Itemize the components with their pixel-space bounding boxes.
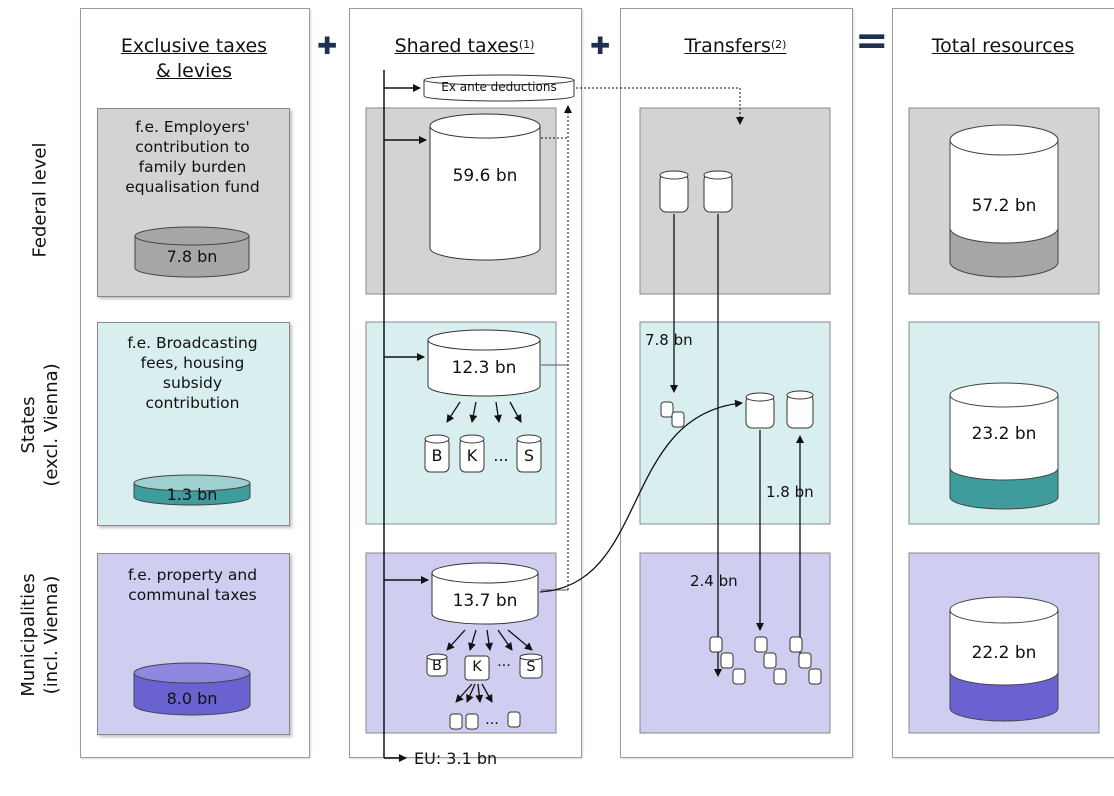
municipal-letter-k: K	[472, 659, 482, 675]
header-total: Total resources	[892, 34, 1114, 59]
municipal-cylinder-b	[426, 653, 448, 677]
state-letter-k: K	[466, 446, 478, 465]
exclusive-municipalities-value: 8.0 bn	[166, 689, 218, 708]
municipal-cylinder-k	[464, 655, 490, 681]
municipal-sub-cylinders	[449, 711, 521, 730]
municipal-dots: ...	[497, 654, 511, 670]
header-transfers: Transfers(2)	[620, 34, 851, 59]
header-exclusive-line1: Exclusive taxes	[120, 35, 268, 57]
exclusive-municipalities-cylinder	[133, 662, 251, 716]
transfer-federal-cylinder-2	[703, 170, 733, 213]
exclusive-federal-desc-4: equalisation fund	[125, 178, 260, 196]
state-cylinder-k	[459, 434, 485, 473]
plus-operator-1: ✚	[317, 32, 338, 60]
exclusive-states-desc-2: fees, housing	[140, 354, 245, 372]
exclusive-federal-desc: f.e. Employers' contribution to family b…	[100, 117, 285, 197]
total-federal-cylinder	[949, 124, 1059, 278]
ex-ante-label: Ex ante deductions	[441, 80, 557, 94]
municipal-sub-arrows	[455, 683, 493, 703]
header-shared-label: Shared taxes	[394, 35, 519, 57]
total-federal-value: 57.2 bn	[971, 196, 1037, 216]
header-transfers-footnote: (2)	[770, 38, 787, 51]
municipal-cylinder-s	[519, 653, 543, 679]
exclusive-federal-desc-3: family burden	[138, 158, 247, 176]
municipal-letter-b: B	[432, 658, 442, 674]
state-cylinder-b	[424, 434, 450, 473]
exclusive-federal-value: 7.8 bn	[166, 247, 218, 266]
exclusive-states-desc-4: contribution	[145, 394, 240, 412]
exclusive-states-desc-1: f.e. Broadcasting	[127, 334, 258, 352]
state-letter-s: S	[523, 446, 535, 465]
curve-municipalities-to-states	[539, 399, 743, 593]
plus-operator-2: ✚	[590, 32, 611, 60]
header-shared-footnote: (1)	[518, 38, 535, 51]
header-exclusive: Exclusive taxes & levies	[80, 34, 308, 84]
ex-ante-cylinder	[423, 74, 575, 102]
transfer-states-small-cylinders	[660, 401, 685, 428]
total-municipalities-cylinder	[949, 596, 1059, 722]
dotted-ex-ante-to-transfers	[576, 87, 744, 125]
exclusive-federal-desc-2: contribution to	[135, 138, 250, 156]
state-letter-b: B	[431, 446, 443, 465]
transfer-states-cylinder-1	[745, 392, 775, 429]
shared-federal-cylinder	[429, 113, 541, 261]
total-municipalities-value: 22.2 bn	[971, 643, 1037, 663]
shared-federal-value: 59.6 bn	[452, 166, 518, 186]
exclusive-states-cylinder	[133, 474, 251, 506]
transfer-federal-to-states-value: 7.8 bn	[645, 331, 693, 349]
transfer-federal-cylinder-1	[659, 170, 689, 213]
total-states-value: 23.2 bn	[971, 424, 1037, 444]
municipal-letter-s: S	[526, 659, 536, 675]
exclusive-states-desc-3: subsidy	[162, 374, 223, 392]
municipal-sub-dots: ...	[485, 712, 499, 728]
exclusive-municipalities-desc: f.e. property and communal taxes	[100, 565, 285, 605]
transfer-states-to-municipalities-value: 1.8 bn	[766, 483, 814, 501]
exclusive-federal-desc-1: f.e. Employers'	[135, 118, 250, 136]
header-transfers-label: Transfers	[684, 35, 771, 57]
shared-municipalities-value: 13.7 bn	[452, 591, 518, 611]
exclusive-municipalities-desc-2: communal taxes	[128, 586, 257, 604]
exclusive-states-desc: f.e. Broadcasting fees, housing subsidy …	[100, 333, 285, 413]
header-exclusive-line2: & levies	[156, 60, 232, 82]
equals-operator: =	[855, 18, 889, 64]
state-dots: ...	[493, 446, 509, 465]
exclusive-municipalities-desc-1: f.e. property and	[127, 566, 258, 584]
shared-states-cylinder	[427, 329, 541, 397]
shared-municipalities-cylinder	[431, 562, 539, 625]
eu-label: EU: 3.1 bn	[414, 749, 498, 768]
header-total-label: Total resources	[931, 35, 1075, 57]
municipal-distribution-arrows	[446, 629, 533, 651]
exclusive-federal-cylinder	[134, 226, 250, 278]
transfer-states-cylinder-2	[786, 390, 814, 429]
header-shared: Shared taxes(1)	[349, 34, 580, 59]
transfer-municipalities-to-states-value: 2.4 bn	[690, 572, 738, 590]
transfer-municipal-small-cylinders	[709, 636, 822, 685]
state-distribution-arrows	[446, 401, 522, 423]
shared-states-value: 12.3 bn	[451, 358, 517, 378]
state-cylinder-s	[516, 434, 542, 473]
exclusive-states-value: 1.3 bn	[166, 485, 218, 504]
total-states-cylinder	[949, 382, 1059, 510]
